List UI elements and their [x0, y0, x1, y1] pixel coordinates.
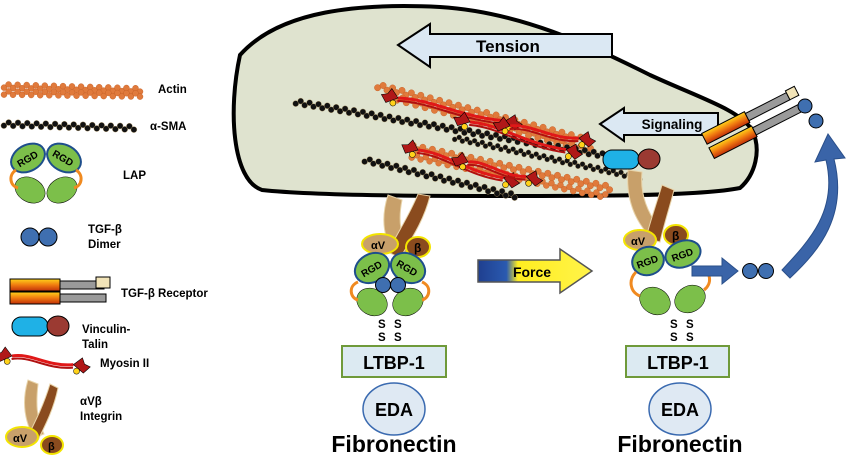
- fibronectin-right-label: Fibronectin: [617, 431, 742, 457]
- legend-myosin-icon: [0, 346, 91, 375]
- tgfb-dimer-released: [742, 263, 774, 279]
- myosin-motor: [453, 111, 584, 160]
- ltbp-right-box: LTBP-1: [625, 345, 730, 378]
- legend-actin-beads: [0, 81, 144, 95]
- tgfb-receptor-membrane: [700, 85, 804, 160]
- eda-left-label: EDA: [375, 400, 413, 420]
- legend-myosin-motor: [0, 346, 91, 375]
- disulfide-right: S S S S: [670, 319, 694, 344]
- signaling-label: Signaling: [642, 117, 703, 132]
- svg-text:S: S: [686, 332, 694, 344]
- tension-label: Tension: [476, 37, 540, 56]
- legend-tgfb-dimer-label-2: Dimer: [88, 239, 121, 251]
- legend-tgfb-dimer-label-1: TGF-β: [88, 224, 122, 236]
- svg-text:S: S: [670, 332, 678, 344]
- tgfb-dimer-bound: [797, 98, 824, 129]
- fibronectin-left-label: Fibronectin: [331, 431, 456, 457]
- eda-right-label: EDA: [661, 400, 699, 420]
- tension-arrow: Tension: [396, 22, 613, 69]
- cell-body: [231, 4, 759, 199]
- release-curve-arrow: [781, 133, 846, 279]
- legend-sma-beads: [0, 119, 138, 133]
- svg-text:S: S: [394, 332, 402, 344]
- legend-integrin-icon: αV β: [5, 379, 64, 455]
- legend-actin-label: Actin: [158, 84, 187, 96]
- alpha-sma-filament: [361, 156, 518, 201]
- legend-receptor-label: TGF-β Receptor: [121, 288, 208, 300]
- legend-actin-beads: [0, 88, 144, 100]
- svg-text:S: S: [686, 319, 694, 331]
- legend-lap-icon: RGD RGD: [9, 142, 83, 204]
- myosin-motor: [451, 151, 544, 187]
- legend-vinculin-label-1: Vinculin-: [82, 324, 131, 336]
- svg-text:S: S: [670, 319, 678, 331]
- integrin-left: αV β: [361, 193, 431, 259]
- myosin-motors: [380, 87, 597, 189]
- legend: Actin α-SMA RGD RGD LAP TGF-β Dimer TG: [0, 81, 208, 455]
- legend-actin-strand: [0, 81, 144, 100]
- lap-right: RGD RGD: [629, 239, 711, 316]
- svg-text:S: S: [378, 319, 386, 331]
- legend-receptor-icon: [9, 276, 111, 305]
- ltbp-left-label: LTBP-1: [363, 353, 425, 373]
- disulfide-left: S S S S: [378, 319, 402, 344]
- signaling-arrow: Signaling: [598, 106, 719, 143]
- vinculin-talin-complex: [602, 148, 661, 170]
- legend-sma-strand: [0, 119, 138, 133]
- legend-integrin-label-2: Integrin: [80, 411, 122, 423]
- ltbp-right-label: LTBP-1: [647, 353, 709, 373]
- eda-right: EDA: [648, 382, 712, 436]
- legend-sma-label: α-SMA: [150, 121, 186, 133]
- svg-text:αV: αV: [13, 433, 28, 445]
- alpha-v-right: αV: [631, 236, 646, 248]
- legend-vinculin-label-2: Talin: [82, 339, 108, 351]
- beta-left: β: [414, 241, 421, 255]
- svg-text:β: β: [48, 441, 55, 453]
- beta-right: β: [672, 229, 679, 243]
- alpha-v-left: αV: [371, 240, 386, 252]
- lap-left: RGD RGD: [349, 251, 431, 317]
- ltbp-left-box: LTBP-1: [341, 345, 447, 378]
- legend-integrin-label-1: αVβ: [80, 396, 102, 408]
- eda-left: EDA: [362, 382, 426, 436]
- legend-vinculin-icon: [11, 315, 70, 337]
- myosin-motor: [492, 116, 597, 149]
- integrin-right: αV β: [623, 169, 689, 251]
- release-arrow: [691, 256, 739, 286]
- svg-text:S: S: [394, 319, 402, 331]
- legend-myosin-label: Myosin II: [100, 358, 149, 370]
- force-arrow: Force: [477, 247, 594, 295]
- force-label: Force: [513, 264, 551, 280]
- legend-lap-label: LAP: [123, 170, 146, 182]
- svg-text:S: S: [378, 332, 386, 344]
- legend-tgfb-dimer-icon: [20, 227, 58, 247]
